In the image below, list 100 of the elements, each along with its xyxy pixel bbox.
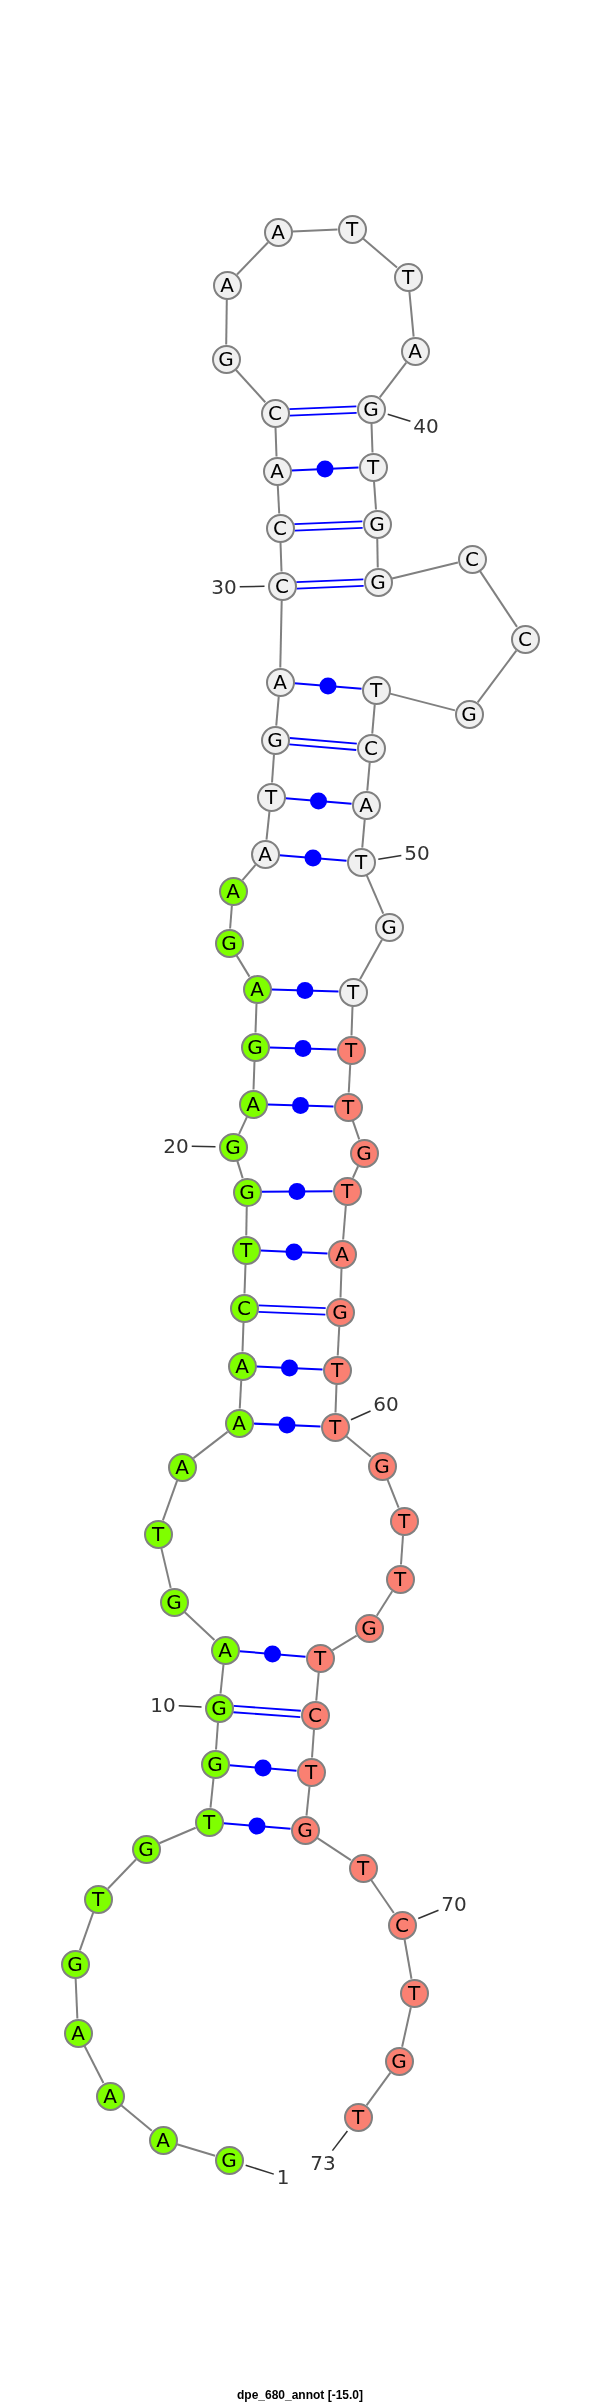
nucleotide-circle (265, 513, 295, 543)
nucleotide-circle (325, 1297, 355, 1327)
backbone-line (376, 537, 379, 569)
nucleotide-letter: T (356, 1858, 370, 1878)
leader-line (386, 413, 412, 422)
backbone-line (225, 298, 228, 346)
backbone-line (120, 2104, 153, 2132)
nucleotide-letter: T (351, 2107, 365, 2127)
backbone-line (161, 1479, 179, 1522)
nucleotide-letter: G (207, 1754, 223, 1774)
base-pair-line (288, 737, 358, 751)
backbone-line (311, 1728, 315, 1759)
position-number: 20 (163, 1136, 189, 1156)
nucleotide-letter: G (221, 933, 237, 953)
position-number: 40 (413, 416, 439, 436)
base-pair-line (293, 520, 364, 532)
backbone-line (403, 1938, 413, 1980)
nucleotide-circle (260, 725, 290, 755)
backbone-line (389, 692, 456, 712)
backbone-line (158, 1826, 197, 1845)
nucleotide-letter: C (364, 738, 378, 758)
nucleotide-circle (290, 1815, 320, 1845)
backbone-line (479, 570, 518, 628)
nucleotide-letter: A (235, 1356, 249, 1376)
backbone-line (252, 1060, 256, 1091)
nucleotide-circle (212, 270, 242, 300)
backbone-line (351, 1165, 360, 1179)
backbone-line (279, 541, 283, 573)
nucleotide-letter: C (308, 1705, 322, 1725)
backbone-line (362, 237, 398, 269)
nucleotide-circle (363, 567, 393, 597)
nucleotide-letter: T (239, 1240, 253, 1260)
nucleotide-letter: A (250, 979, 264, 999)
nucleotide-letter: T (346, 982, 360, 1002)
nucleotide-circle (218, 1132, 248, 1162)
backbone-line (183, 1610, 216, 1642)
backbone-line (359, 938, 383, 981)
base-pair-line (238, 1650, 307, 1658)
nucleotide-letter: A (258, 844, 272, 864)
base-pair-line (290, 466, 360, 472)
nucleotide-letter: A (156, 2130, 170, 2150)
nucleotide-circle (300, 1700, 330, 1730)
leader-line (239, 585, 266, 588)
base-pair-line (257, 1304, 327, 1316)
base-pair-line (278, 854, 348, 862)
backbone-line (351, 1119, 361, 1141)
nucleotide-circle (387, 1910, 417, 1940)
backbone-line (350, 1005, 354, 1037)
backbone-line (271, 753, 275, 784)
nucleotide-letter: A (271, 222, 285, 242)
backbone-line (238, 1116, 248, 1135)
nucleotide-circle (143, 1519, 173, 1549)
nucleotide-circle (194, 1807, 224, 1837)
backbone-line (78, 1911, 95, 1952)
backbone-line (74, 1977, 79, 2020)
backbone-line (370, 422, 374, 454)
position-number: 50 (404, 843, 430, 863)
nucleotide-letter: A (408, 341, 422, 361)
backbone-line (400, 1534, 404, 1566)
position-number: 73 (310, 2153, 336, 2173)
nucleotide-circle (389, 1506, 419, 1536)
nucleotide-circle (265, 667, 295, 697)
nucleotide-circle (224, 1408, 254, 1438)
nucleotide-circle (374, 912, 404, 942)
nucleotide-letter: C (275, 576, 289, 596)
nucleotide-circle (349, 1138, 379, 1168)
backbone-line (375, 1590, 394, 1617)
nucleotide-circle (393, 262, 423, 292)
backbone-line (366, 761, 371, 792)
leader-line (191, 1145, 217, 1148)
backbone-line (345, 1435, 372, 1458)
leader-line (417, 1909, 440, 1920)
nucleotide-letter: C (268, 403, 282, 423)
position-number: 70 (441, 1894, 467, 1914)
backbone-line (342, 1204, 347, 1241)
backbone-line (371, 703, 376, 735)
position-number: 30 (211, 577, 237, 597)
nucleotide-circle (399, 1978, 429, 2008)
base-pair-line (268, 1046, 338, 1051)
backbone-line (275, 695, 280, 727)
leader-line (244, 2164, 275, 2175)
backbone-line (276, 484, 281, 515)
backbone-line (408, 290, 415, 338)
nucleotide-letter: C (273, 518, 287, 538)
backbone-line (215, 1721, 219, 1751)
nucleotide-circle (227, 1351, 257, 1381)
nucleotide-circle (358, 452, 388, 482)
nucleotide-circle (204, 1693, 234, 1723)
base-pair-line (252, 1422, 322, 1428)
nucleotide-circle (60, 1949, 90, 1979)
nucleotide-letter: T (330, 1360, 344, 1380)
nucleotide-letter: T (202, 1812, 216, 1832)
base-pair-line (266, 1103, 335, 1108)
nucleotide-circle (242, 974, 272, 1004)
nucleotide-circle (200, 1749, 230, 1779)
base-pair-line (260, 1190, 334, 1193)
nucleotide-letter: T (369, 680, 383, 700)
nucleotide-circle (262, 456, 292, 486)
nucleotide-circle (167, 1452, 197, 1482)
nucleotide-circle (361, 675, 391, 705)
